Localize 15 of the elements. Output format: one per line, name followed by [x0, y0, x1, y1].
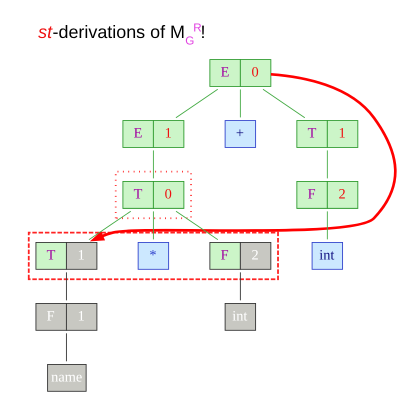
connector	[175, 88, 218, 118]
connector	[66, 332, 67, 362]
connector	[66, 272, 67, 301]
connector	[176, 210, 218, 240]
connector	[152, 150, 154, 179]
connector	[88, 210, 132, 240]
connector	[152, 210, 154, 240]
connector	[240, 88, 241, 118]
arrow	[90, 72, 397, 242]
connector	[240, 272, 241, 301]
connector	[326, 210, 328, 240]
diagram-title: st-derivations of M$_{G}$$^{R}$!	[38, 22, 206, 48]
connector	[262, 88, 306, 118]
cluster	[114, 170, 192, 220]
connector	[326, 150, 328, 179]
